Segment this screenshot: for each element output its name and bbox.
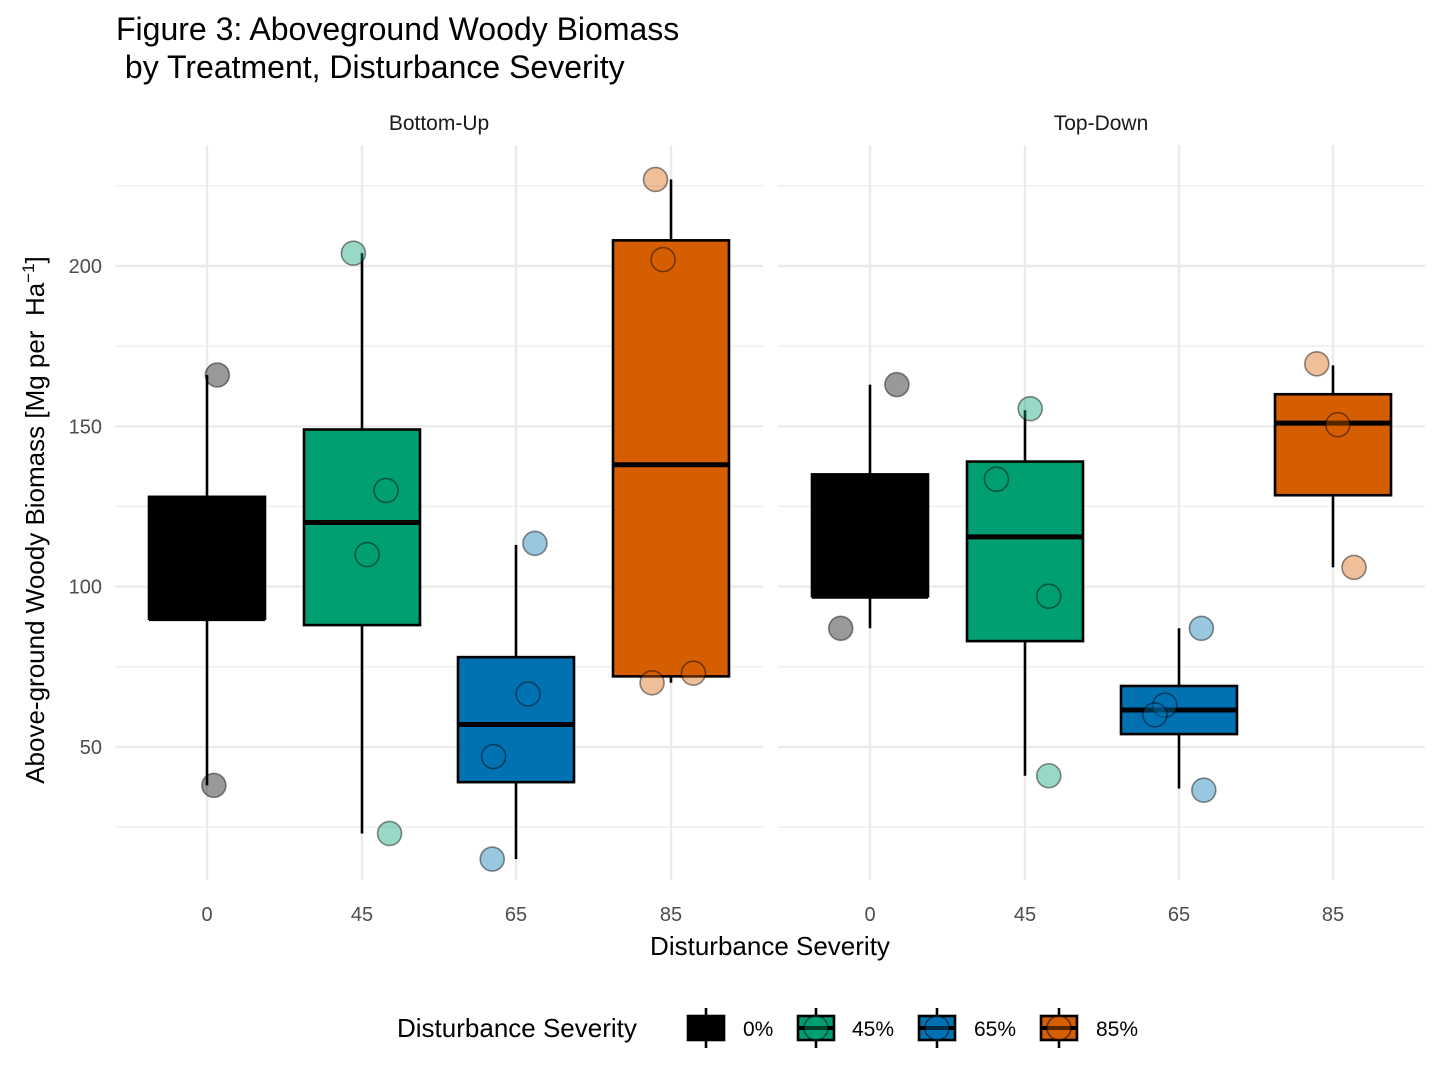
x-tick-label: 45 bbox=[1014, 904, 1036, 926]
legend-key-point bbox=[1046, 1015, 1072, 1041]
y-axis-title-main: Above-ground Woody Biomass [Mg per Ha bbox=[20, 282, 50, 784]
box-0 bbox=[147, 375, 267, 786]
data-point bbox=[1191, 777, 1217, 803]
panel-bottom-up: Bottom-Up 50 100 150 200 0 45 65 85 bbox=[69, 112, 763, 926]
legend-label: 65% bbox=[974, 1018, 1016, 1041]
data-point bbox=[1035, 762, 1062, 789]
x-tick-label: 65 bbox=[505, 904, 527, 926]
box-body bbox=[1273, 392, 1393, 497]
data-point bbox=[376, 820, 403, 847]
data-point bbox=[983, 466, 1010, 492]
data-point bbox=[884, 371, 910, 398]
box-85 bbox=[1273, 365, 1393, 568]
legend-key-point bbox=[803, 1015, 829, 1041]
box-body bbox=[456, 655, 576, 784]
x-tick-label: 0 bbox=[864, 904, 875, 926]
y-tick-label: 200 bbox=[69, 256, 102, 278]
legend-label: 0% bbox=[743, 1018, 773, 1041]
legend-entry-0-pct: 0% bbox=[686, 1008, 773, 1048]
legend-label: 85% bbox=[1096, 1018, 1138, 1041]
data-point bbox=[827, 615, 854, 642]
legend-entry-45-pct: 45% bbox=[796, 1008, 894, 1048]
box-body bbox=[810, 473, 930, 598]
chart-title: Figure 3: Aboveground Woody Biomass by T… bbox=[116, 11, 679, 85]
x-tick-label: 85 bbox=[660, 904, 682, 926]
data-point bbox=[354, 541, 380, 568]
box-body bbox=[302, 428, 422, 627]
data-point bbox=[204, 362, 231, 388]
data-point bbox=[1152, 692, 1178, 719]
data-point bbox=[650, 246, 676, 273]
box-0 bbox=[810, 384, 930, 629]
data-point bbox=[1035, 583, 1062, 610]
data-point bbox=[373, 477, 399, 504]
box-body bbox=[147, 495, 267, 620]
y-tick-label: 150 bbox=[69, 416, 102, 438]
data-point bbox=[1304, 350, 1330, 377]
data-point bbox=[1341, 554, 1367, 581]
box-body bbox=[611, 239, 731, 678]
data-point bbox=[340, 240, 367, 266]
data-point bbox=[639, 669, 665, 696]
x-tick-label: 45 bbox=[351, 904, 373, 926]
data-point bbox=[680, 660, 707, 686]
data-point bbox=[479, 846, 506, 872]
chart-title-line-2: by Treatment, Disturbance Severity bbox=[116, 49, 625, 85]
facet-label: Bottom-Up bbox=[389, 112, 489, 135]
data-point bbox=[1017, 395, 1043, 422]
data-point bbox=[201, 772, 227, 799]
y-axis-title: Above-ground Woody Biomass [Mg per Ha−1] bbox=[19, 256, 50, 784]
box-45 bbox=[302, 253, 422, 834]
data-point bbox=[1142, 702, 1168, 728]
data-point bbox=[480, 743, 507, 770]
legend-entry-65-pct: 65% bbox=[917, 1008, 1016, 1048]
data-point bbox=[515, 681, 541, 707]
y-axis-title-superscript: −1 bbox=[19, 263, 38, 282]
legend-label: 45% bbox=[852, 1018, 894, 1041]
data-point bbox=[642, 166, 669, 193]
x-tick-label: 0 bbox=[201, 904, 212, 926]
data-point bbox=[1188, 615, 1215, 642]
box-65 bbox=[456, 544, 576, 860]
legend-title: Disturbance Severity bbox=[397, 1013, 637, 1043]
legend-key-point bbox=[924, 1015, 950, 1041]
box-body bbox=[965, 460, 1085, 643]
facet-label: Top-Down bbox=[1054, 112, 1149, 135]
y-tick-label: 100 bbox=[69, 577, 102, 599]
x-tick-label: 85 bbox=[1322, 904, 1344, 926]
legend-entry-85-pct: 85% bbox=[1039, 1008, 1138, 1048]
box-45 bbox=[965, 410, 1085, 776]
box-85 bbox=[611, 179, 731, 683]
legend: Disturbance Severity 0% 45% 65% 85% bbox=[397, 1008, 1138, 1048]
y-tick-label: 50 bbox=[80, 737, 102, 759]
x-tick-label: 65 bbox=[1168, 904, 1190, 926]
panel-top-down: Top-Down 0 45 65 85 bbox=[778, 112, 1425, 926]
data-point bbox=[1325, 411, 1351, 438]
box-65 bbox=[1119, 628, 1239, 789]
data-point bbox=[522, 530, 548, 557]
chart-title-line-1: Figure 3: Aboveground Woody Biomass bbox=[116, 11, 679, 47]
x-axis-title: Disturbance Severity bbox=[650, 931, 890, 961]
y-axis-title-end: ] bbox=[20, 256, 50, 263]
